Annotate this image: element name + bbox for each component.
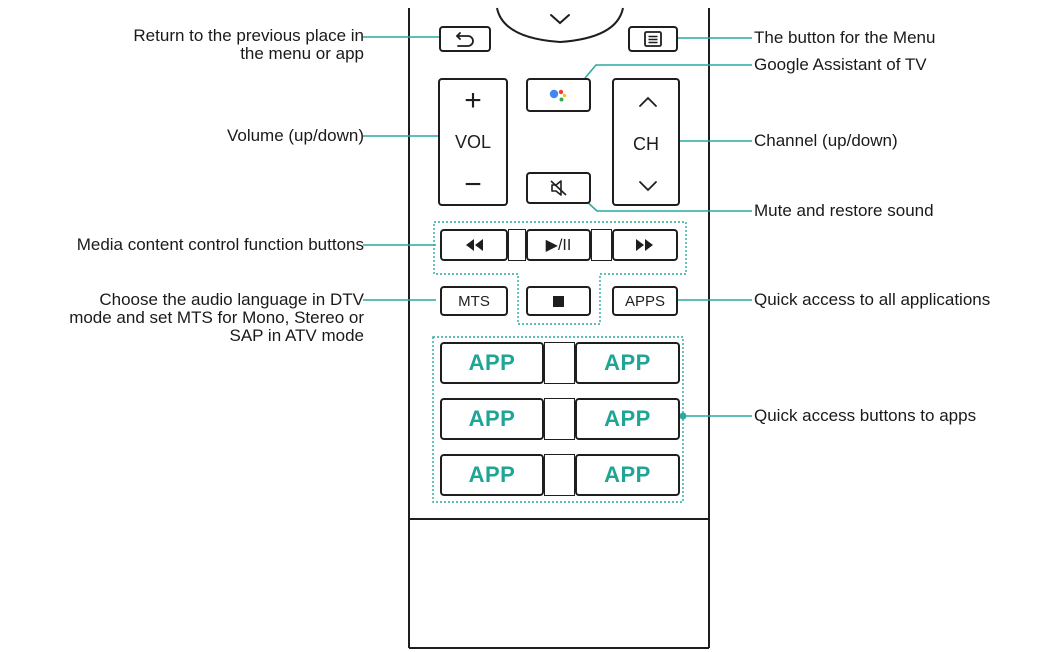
channel-label: CH [633, 134, 659, 154]
media-callout: Media content control function buttons [76, 235, 364, 254]
app-button-label: APP [468, 350, 516, 375]
app-button[interactable]: APP [575, 454, 680, 496]
menu-button[interactable] [628, 26, 678, 52]
assistant-callout: Google Assistant of TV [754, 55, 927, 74]
chevron-down-icon[interactable] [614, 176, 682, 196]
menu-callout: The button for the Menu [754, 28, 936, 47]
volume-rocker[interactable]: + VOL − [438, 78, 508, 206]
app-button[interactable]: APP [575, 398, 680, 440]
volume-down-icon[interactable]: − [464, 168, 482, 201]
dpad-ring [496, 7, 624, 44]
rewind-icon [466, 239, 483, 251]
app-button-label: APP [604, 406, 651, 431]
stop-icon [553, 295, 564, 307]
app-button[interactable]: APP [440, 398, 544, 440]
rewind-button[interactable] [440, 229, 508, 261]
apps-button[interactable]: APPS [612, 286, 678, 316]
back-button[interactable] [439, 26, 491, 52]
back-callout-line: the menu or app [240, 44, 364, 63]
fast-forward-button[interactable] [612, 229, 678, 261]
app-spacer [544, 454, 575, 496]
mts-callout-line: Choose the audio language in DTV [99, 290, 364, 309]
volume-label: VOL [454, 132, 492, 152]
quick-apps-callout: Quick access buttons to apps [754, 406, 977, 425]
media-group-outline [433, 221, 687, 325]
app-button[interactable]: APP [575, 342, 680, 384]
app-spacer [544, 342, 575, 384]
volume-callout: Volume (up/down) [226, 126, 364, 145]
mts-callout-line: mode and set MTS for Mono, Stereo or [69, 308, 364, 327]
app-button-label: APP [604, 462, 651, 487]
play-pause-button[interactable]: ▶/II [526, 229, 591, 261]
guide-mute [584, 199, 752, 212]
remote-body [408, 7, 710, 649]
back-arrow-icon [456, 32, 474, 47]
mute-callout: Mute and restore sound [754, 201, 934, 220]
fast-forward-icon [636, 239, 653, 251]
apps-callout: Quick access to all applications [754, 290, 991, 309]
apps-label: APPS [624, 292, 666, 310]
app-button-label: APP [468, 462, 516, 487]
stop-button[interactable] [526, 286, 591, 316]
back-callout: Return to the previous place in the menu… [133, 27, 364, 63]
mts-callout: Choose the audio language in DTV mode an… [69, 291, 364, 345]
guide-assistant [584, 64, 752, 79]
guide-dot [679, 412, 687, 420]
media-spacer-right [591, 229, 612, 261]
channel-rocker[interactable]: CH [612, 78, 680, 206]
play-pause-label: ▶/II [545, 237, 572, 254]
back-callout-line: Return to the previous place in [133, 26, 364, 45]
chevron-down-icon[interactable] [550, 14, 570, 25]
google-assistant-icon [549, 89, 566, 102]
google-assistant-button[interactable] [526, 78, 591, 112]
mts-callout-line: SAP in ATV mode [229, 326, 365, 345]
app-button-label: APP [604, 350, 651, 375]
app-button-label: APP [468, 406, 516, 431]
volume-up-icon[interactable]: + [464, 84, 482, 117]
app-button[interactable]: APP [440, 342, 544, 384]
mute-icon [549, 180, 567, 196]
media-spacer-left [508, 229, 526, 261]
mts-label: MTS [458, 292, 490, 310]
mute-button[interactable] [526, 172, 591, 204]
guide-lines [363, 36, 752, 417]
channel-callout: Channel (up/down) [754, 131, 898, 150]
app-button[interactable]: APP [440, 454, 544, 496]
chevron-up-icon[interactable] [614, 92, 682, 112]
app-spacer [544, 398, 575, 440]
menu-icon [644, 31, 662, 47]
mts-button[interactable]: MTS [440, 286, 508, 316]
